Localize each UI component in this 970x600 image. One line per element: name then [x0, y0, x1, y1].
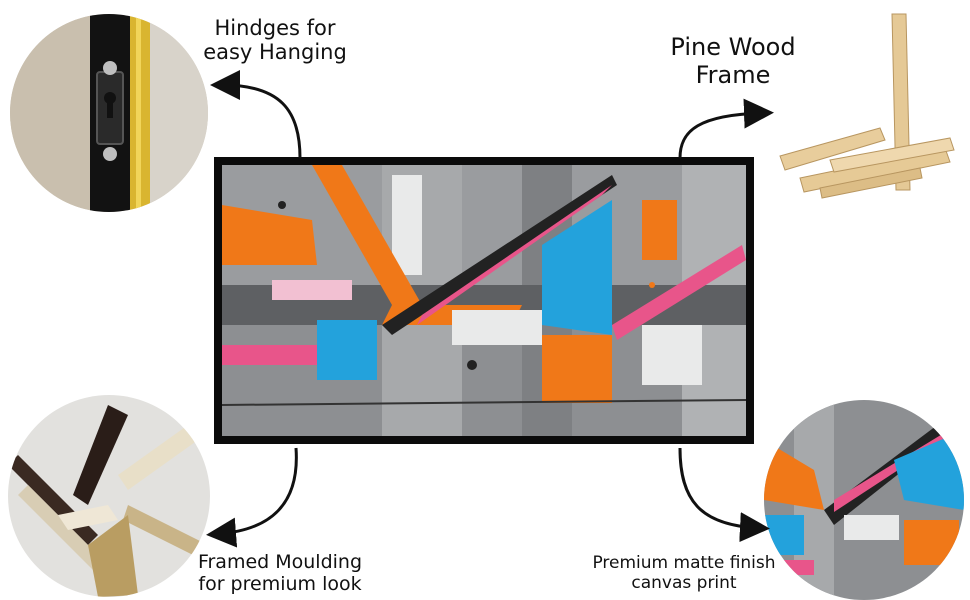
finish-label: Premium matte finish canvas print: [572, 553, 796, 593]
pine-wood-icon: [770, 10, 965, 205]
moulding-label: Framed Moulding for premium look: [182, 551, 378, 596]
moulding-label-line1: Framed Moulding: [197, 551, 363, 573]
hinges-label-line2: easy Hanging: [203, 40, 347, 65]
moulding-icon: [8, 395, 210, 597]
canvas-detail-icon: [764, 400, 964, 600]
hinges-label-line1: Hindges for: [214, 16, 336, 40]
hinge-detail-image: [10, 14, 208, 212]
pine-label: Pine Wood Frame: [648, 33, 818, 89]
hinges-label: Hindges for easy Hanging: [190, 16, 360, 64]
abstract-canvas-art: [222, 165, 746, 436]
pine-label-line1: Pine Wood: [670, 33, 796, 61]
pine-label-line2: Frame: [695, 60, 771, 89]
finish-label-line1: Premium matte finish: [592, 553, 776, 573]
finish-label-line2: canvas print: [631, 572, 737, 593]
moulding-label-line2: for premium look: [198, 572, 362, 595]
framed-artwork: [214, 157, 754, 444]
